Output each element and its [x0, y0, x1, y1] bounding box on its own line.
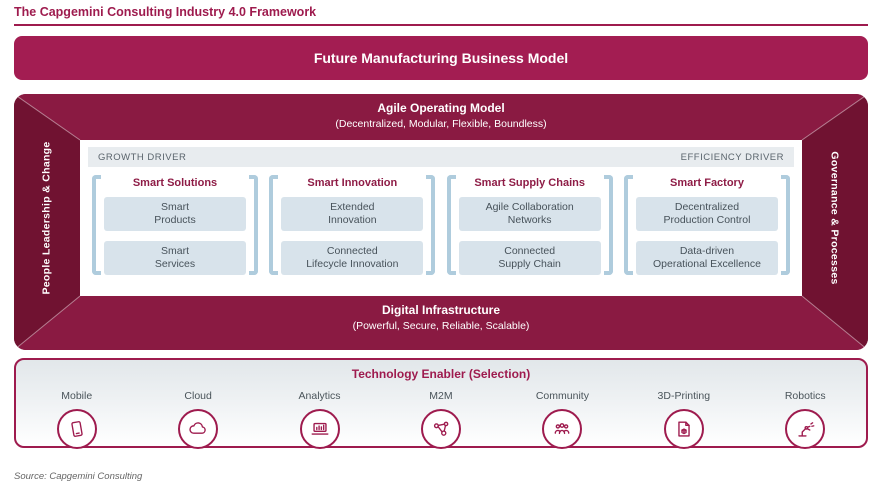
tech-item-label: Community — [535, 390, 589, 402]
page-title: The Capgemini Consulting Industry 4.0 Fr… — [14, 5, 317, 19]
technology-enabler-panel: Technology Enabler (Selection) Mobile Cl… — [14, 358, 868, 449]
band-bottom-subtitle: (Powerful, Secure, Reliable, Scalable) — [352, 320, 530, 332]
tech-item-3d-printing: 3D-Printing — [623, 390, 744, 449]
bracket-right — [780, 175, 790, 275]
robot-arm-icon — [785, 409, 826, 449]
framework-box: Agile Collaboration Networks — [458, 197, 601, 231]
framework-box: Smart Services — [104, 241, 246, 275]
tech-items: Mobile Cloud — [16, 390, 866, 449]
column-smart-innovation: Smart Innovation Extended Innovation Con… — [269, 175, 436, 275]
tech-item-label: Robotics — [784, 390, 826, 402]
framework-frame: Agile Operating Model (Decentralized, Mo… — [14, 94, 868, 350]
network-nodes-icon — [420, 409, 461, 449]
column-title: Smart Factory — [669, 177, 744, 189]
band-left-label: People Leadership & Change — [41, 141, 53, 295]
laptop-analytics-icon — [299, 409, 340, 449]
band-top-subtitle: (Decentralized, Modular, Flexible, Bound… — [335, 118, 547, 130]
driver-bar: GROWTH DRIVER EFFICIENCY DRIVER — [88, 147, 794, 167]
bracket-right — [426, 175, 436, 275]
column-body: Smart Innovation Extended Innovation Con… — [278, 175, 426, 275]
tablet-icon — [56, 409, 97, 449]
column-title: Smart Supply Chains — [474, 177, 585, 189]
tech-item-community: Community — [502, 390, 623, 449]
tech-item-label: 3D-Printing — [657, 390, 711, 402]
tech-item-analytics: Analytics — [259, 390, 380, 449]
framework-box: Smart Products — [104, 197, 246, 231]
tech-item-cloud: Cloud — [137, 390, 258, 449]
framework-columns: Smart Solutions Smart Products Smart Ser… — [92, 175, 790, 275]
column-smart-supply-chains: Smart Supply Chains Agile Collaboration … — [446, 175, 613, 275]
tech-item-m2m: M2M — [380, 390, 501, 449]
efficiency-driver-label: EFFICIENCY DRIVER — [680, 151, 784, 163]
bracket-right — [603, 175, 613, 275]
column-body: Smart Solutions Smart Products Smart Ser… — [101, 175, 249, 275]
bracket-left — [623, 175, 633, 275]
future-model-banner: Future Manufacturing Business Model — [14, 36, 868, 80]
framework-box: Data-driven Operational Excellence — [635, 241, 778, 275]
banner-label: Future Manufacturing Business Model — [313, 50, 569, 66]
tech-title: Technology Enabler (Selection) — [351, 367, 531, 381]
framework-box: Extended Innovation — [281, 197, 424, 231]
growth-driver-label: GROWTH DRIVER — [98, 151, 187, 163]
column-title: Smart Innovation — [307, 177, 398, 189]
tech-item-label: M2M — [429, 390, 453, 402]
tech-item-label: Cloud — [184, 390, 212, 402]
bracket-left — [446, 175, 456, 275]
column-body: Smart Supply Chains Agile Collaboration … — [456, 175, 604, 275]
people-leadership-band: People Leadership & Change — [14, 140, 80, 296]
cloud-icon — [178, 409, 219, 449]
tech-item-label: Analytics — [298, 390, 341, 402]
band-top-title: Agile Operating Model — [377, 101, 505, 115]
source-note: Source: Capgemini Consulting — [14, 471, 143, 482]
column-smart-solutions: Smart Solutions Smart Products Smart Ser… — [92, 175, 258, 275]
column-smart-factory: Smart Factory Decentralized Production C… — [623, 175, 790, 275]
tech-item-robotics: Robotics — [745, 390, 866, 449]
framework-box: Decentralized Production Control — [635, 197, 778, 231]
column-body: Smart Factory Decentralized Production C… — [633, 175, 781, 275]
framework-box: Connected Supply Chain — [458, 241, 601, 275]
governance-processes-band: Governance & Processes — [802, 140, 868, 296]
column-title: Smart Solutions — [132, 177, 218, 189]
band-bottom-title: Digital Infrastructure — [381, 303, 501, 317]
printer-3d-icon — [663, 409, 704, 449]
band-right-label: Governance & Processes — [829, 151, 842, 285]
frame-inner-area: GROWTH DRIVER EFFICIENCY DRIVER Smart So… — [80, 140, 802, 296]
people-group-icon — [542, 409, 583, 449]
digital-infrastructure-band: Digital Infrastructure (Powerful, Secure… — [80, 303, 802, 332]
tech-item-label: Mobile — [61, 390, 93, 402]
bracket-right — [249, 175, 258, 275]
agile-operating-model-band: Agile Operating Model (Decentralized, Mo… — [80, 101, 802, 130]
framework-box: Connected Lifecycle Innovation — [281, 241, 424, 275]
bracket-left — [269, 175, 279, 275]
bracket-left — [92, 175, 101, 275]
tech-item-mobile: Mobile — [16, 390, 137, 449]
title-divider — [14, 24, 868, 26]
